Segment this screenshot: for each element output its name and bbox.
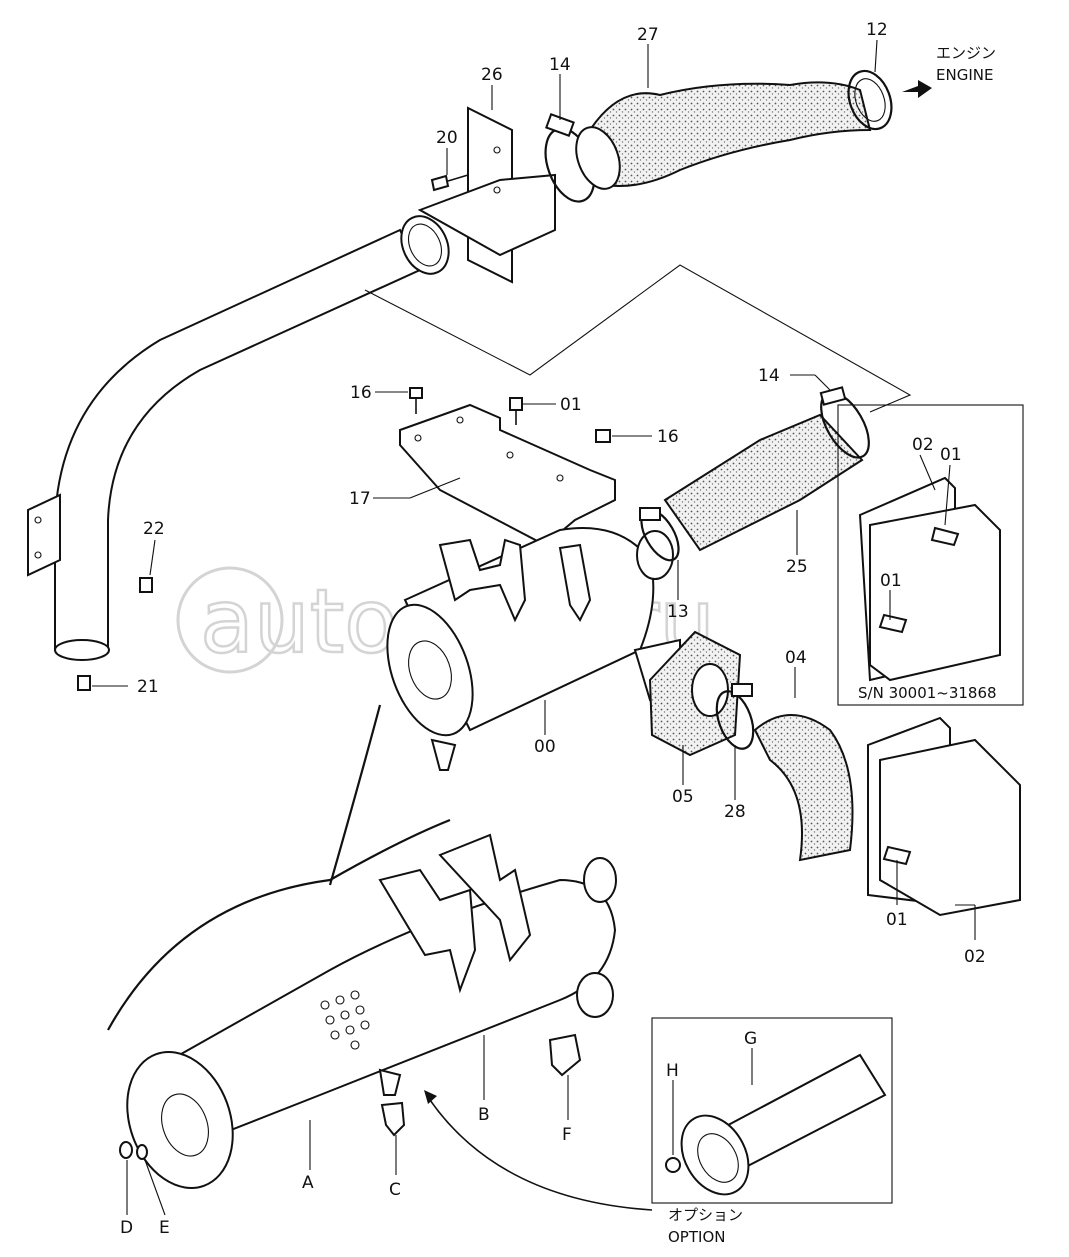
cover-lower [867,716,1021,917]
label-B: B [478,1105,490,1125]
detail-callout-link [328,704,382,886]
label-25: 25 [786,557,808,577]
option-panel [651,1017,893,1204]
label-00: 00 [534,737,556,757]
label-14-upper: 14 [549,55,571,75]
option-label-ja: オプション [668,1206,743,1224]
mounting-bracket [399,403,616,547]
label-H: H [666,1061,679,1081]
label-02-lower: 02 [964,947,986,967]
part-labels: 12 27 14 26 20 16 01 16 17 14 25 22 13 2… [120,20,986,1238]
engine-label-en: ENGINE [936,66,993,84]
label-27: 27 [637,25,659,45]
label-22: 22 [143,519,165,539]
detail-callout-curve [107,818,451,1031]
label-21: 21 [137,677,159,697]
label-02-upper: 02 [912,435,934,455]
label-16-right: 16 [657,427,679,447]
label-01-box-mid: 01 [880,571,902,591]
air-cleaner-assembly [386,527,681,771]
evacuator-valve [548,1033,582,1077]
engine-arrow [902,80,932,98]
option-label-en: OPTION [668,1228,725,1246]
air-cleaner-detail [126,833,617,1189]
dust-cap [380,1101,406,1137]
option-arrow-head [424,1090,437,1104]
label-G: G [744,1029,757,1049]
perforation-dots [320,990,370,1050]
label-01-box-top: 01 [940,445,962,465]
wing-nut [119,1141,133,1159]
gasket-pad [648,630,742,757]
elbow-hose [753,714,854,862]
cover-upper-box [837,404,1024,706]
label-D: D [120,1218,133,1238]
label-01-lower: 01 [886,910,908,930]
label-E: E [159,1218,170,1238]
clamp-engine-side [847,69,893,131]
label-A: A [302,1173,314,1193]
label-16-left: 16 [350,383,372,403]
label-14-right: 14 [758,366,780,386]
serial-range-label: S/N 30001~31868 [858,684,997,702]
label-17: 17 [349,489,371,509]
label-26: 26 [481,65,503,85]
label-20: 20 [436,128,458,148]
label-12: 12 [866,20,888,40]
flange-plate [417,106,556,284]
label-C: C [389,1180,401,1200]
hose-right [639,386,870,562]
label-01-top: 01 [560,395,582,415]
label-28: 28 [724,802,746,822]
label-05: 05 [672,787,694,807]
label-F: F [562,1125,572,1145]
washer [136,1144,148,1160]
intake-pipe [27,215,450,661]
bolts [77,174,611,691]
option-arrow [429,1099,653,1211]
clamp-lower [715,683,755,750]
leader-lines [92,39,976,1216]
hose-upper [575,81,872,190]
explode-frame [364,264,912,413]
label-13: 13 [667,602,689,622]
engine-label-ja: エンジン [936,44,996,62]
label-04: 04 [785,648,807,668]
